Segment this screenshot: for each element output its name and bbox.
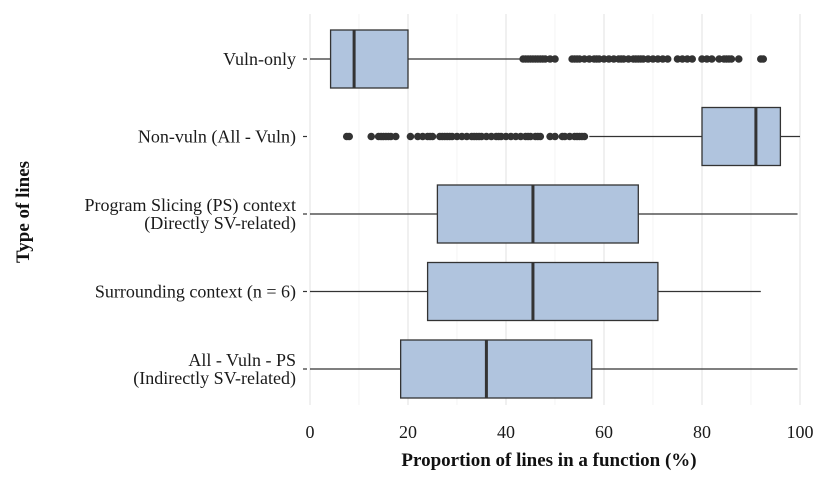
x-tick-label: 40 [497, 422, 515, 442]
outlier-point [391, 132, 400, 141]
outlier-point [345, 132, 354, 141]
outlier-point [688, 55, 696, 63]
box-group [310, 261, 761, 322]
outlier-point [406, 132, 415, 141]
outlier-point [663, 55, 672, 63]
outlier-point [551, 132, 559, 141]
category-label: All - Vuln - PS [188, 350, 296, 370]
box-iqr [426, 261, 659, 322]
category-label: Vuln-only [223, 49, 296, 69]
category-label: (Directly SV-related) [144, 213, 296, 234]
category-label: Surrounding context (n = 6) [95, 282, 296, 303]
outlier-point [759, 55, 768, 63]
y-axis-title: Type of lines [13, 161, 34, 263]
x-axis-title: Proportion of lines in a function (%) [401, 450, 696, 471]
category-label: (Indirectly SV-related) [133, 368, 296, 389]
box-group [310, 339, 798, 399]
box-iqr [329, 29, 409, 89]
category-label: Non-vuln (All - Vuln) [138, 127, 296, 148]
x-tick-label: 60 [595, 422, 613, 442]
outlier-point [708, 55, 716, 63]
x-tick-labels: 0 20 40 60 80 100 [306, 422, 814, 442]
x-tick-label: 80 [693, 422, 711, 442]
outlier-point [580, 132, 589, 141]
box-group [310, 29, 768, 89]
x-tick-label: 0 [306, 422, 315, 442]
outlier-point [536, 132, 545, 141]
box-group [310, 184, 798, 244]
category-label: Program Slicing (PS) context [85, 195, 296, 216]
outlier-point [551, 55, 559, 63]
box-group [342, 106, 800, 167]
box-iqr [436, 184, 639, 244]
outlier-point [727, 55, 736, 63]
outlier-point [428, 132, 437, 141]
x-tick-label: 20 [399, 422, 417, 442]
box-iqr [399, 339, 593, 399]
outlier-point [734, 55, 743, 63]
x-tick-label: 100 [787, 422, 814, 442]
box-iqr [701, 106, 782, 167]
outlier-point [367, 132, 376, 141]
box-layer [310, 29, 800, 399]
